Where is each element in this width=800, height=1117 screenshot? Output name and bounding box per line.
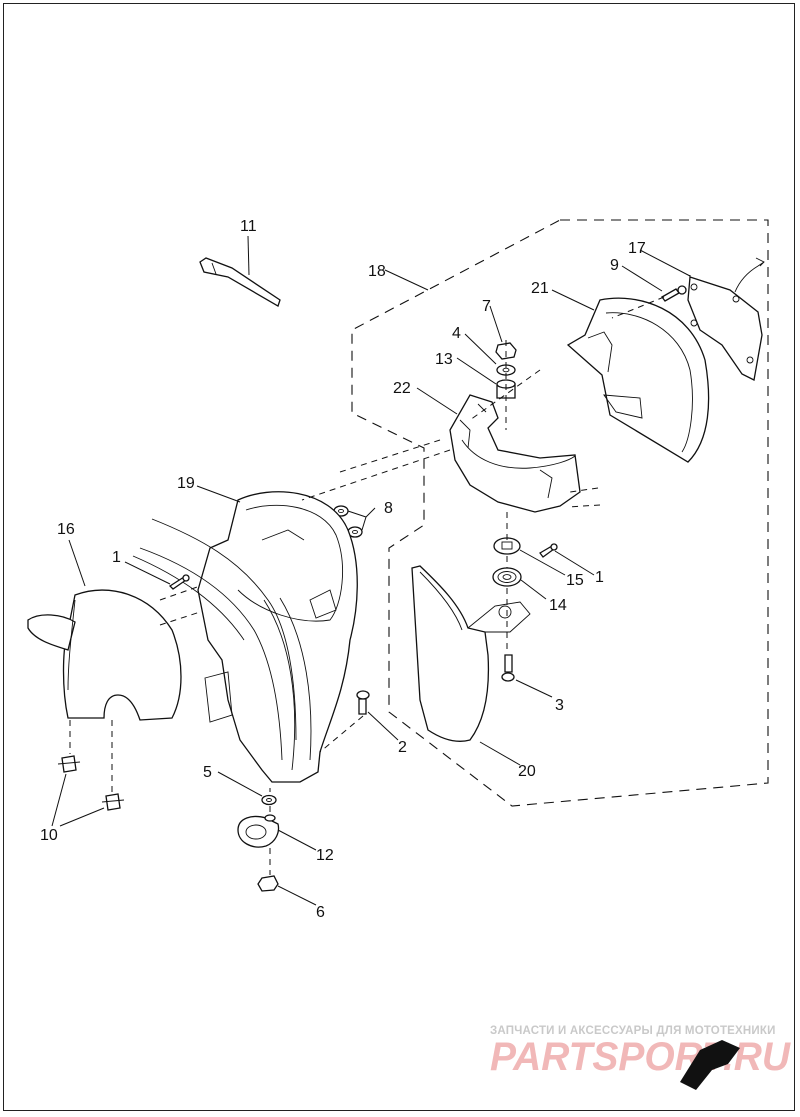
callout-9: 9 xyxy=(610,257,619,274)
part-21-outer-housing xyxy=(566,297,710,463)
part-17-cover-plate xyxy=(687,257,765,381)
callout-6: 6 xyxy=(316,904,325,921)
callout-4: 4 xyxy=(452,325,461,342)
part-12-clamp xyxy=(237,814,280,848)
callout-11: 11 xyxy=(240,218,257,235)
callout-1-right: 1 xyxy=(595,569,604,586)
part-1-screw-right xyxy=(539,543,558,558)
part-9-screw xyxy=(661,285,687,302)
callout-20: 20 xyxy=(518,763,536,780)
part-3-screw xyxy=(501,654,515,682)
part-15-grommet xyxy=(493,537,521,555)
part-6-nut xyxy=(257,875,279,892)
page-border xyxy=(3,3,795,1111)
callout-labels: 11 18 17 9 21 7 4 13 22 19 8 16 1 1 15 1… xyxy=(40,218,646,921)
callout-18: 18 xyxy=(368,263,386,280)
part-1-screw-left xyxy=(168,574,190,590)
assembly-dashed-paths xyxy=(69,275,691,875)
callout-14: 14 xyxy=(549,597,567,614)
callout-1-left: 1 xyxy=(112,549,121,566)
callout-19: 19 xyxy=(177,475,195,492)
watermark-tagline: ЗАПЧАСТИ И АКСЕССУАРЫ ДЛЯ МОТОТЕХНИКИ xyxy=(490,1025,776,1037)
motorcycle-rider-icon xyxy=(680,1040,740,1090)
part-14-lock-washer xyxy=(492,567,522,587)
callout-2: 2 xyxy=(398,739,407,756)
callout-leaders xyxy=(51,235,691,906)
callout-17: 17 xyxy=(628,240,646,257)
callout-16: 16 xyxy=(57,521,75,538)
part-22-inner-bracket xyxy=(449,394,581,513)
callout-5: 5 xyxy=(203,764,212,781)
callout-7: 7 xyxy=(482,298,491,315)
watermark: ЗАПЧАСТИ И АКСЕССУАРЫ ДЛЯ МОТОТЕХНИКИ PA… xyxy=(490,1025,791,1090)
wire-harness xyxy=(132,518,297,761)
callout-10: 10 xyxy=(40,827,58,844)
part-19-main-housing xyxy=(197,491,358,783)
part-10-clips xyxy=(57,755,125,811)
part-2-screw xyxy=(356,690,370,715)
callout-15: 15 xyxy=(566,572,584,589)
callout-22: 22 xyxy=(393,380,411,397)
part-5-washer xyxy=(261,794,277,806)
callout-3: 3 xyxy=(555,697,564,714)
assembly-boundary-18 xyxy=(351,219,769,807)
callout-21: 21 xyxy=(531,280,549,297)
part-11-cable-strap xyxy=(199,257,281,307)
part-16-outer-fairing xyxy=(27,589,182,721)
part-20-lower-panel xyxy=(411,565,531,742)
watermark-logo: PARTSPORT.RU xyxy=(490,1035,791,1079)
callout-12: 12 xyxy=(316,847,334,864)
callout-8: 8 xyxy=(384,500,393,517)
callout-13: 13 xyxy=(435,351,453,368)
